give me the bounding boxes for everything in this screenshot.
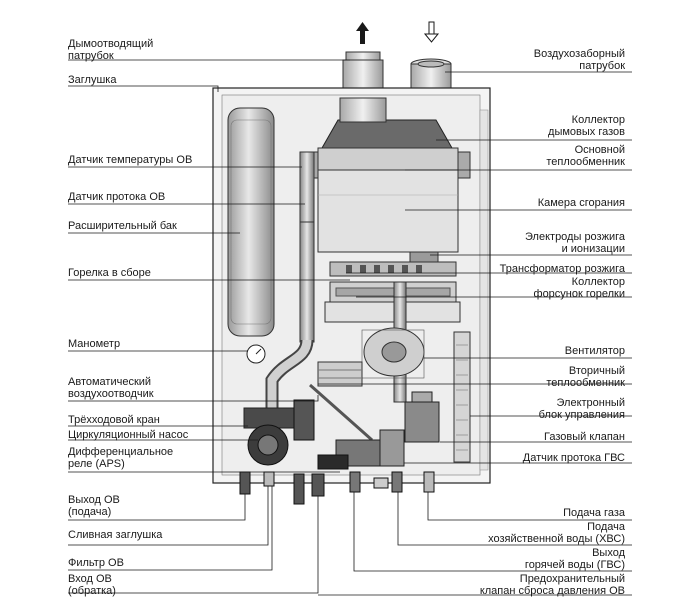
label-line: реле (APS) [68, 458, 125, 470]
label-line: форсунок горелки [533, 288, 625, 300]
label-line: Воздухозаборный [533, 48, 625, 60]
label-ch-flow-sensor: Датчик протока ОВ [68, 191, 165, 203]
label-drain-plug: Сливная заглушка [68, 529, 162, 541]
label-ch-outlet: Выход ОВ (подача) [68, 494, 120, 518]
label-aps: Дифференциальное реле (APS) [68, 446, 173, 470]
label-cold-water-supply: Подача хозяйственной воды (ХВС) [488, 521, 625, 545]
label-line: (обратка) [68, 585, 116, 597]
label-line: Подача газа [563, 507, 625, 519]
exhaust-up-arrow [356, 22, 369, 44]
leader-lines [68, 59, 632, 596]
label-line: воздухоотводчик [68, 388, 154, 400]
label-safety-valve: Предохранительный клапан сброса давления… [480, 573, 625, 597]
label-line: Электроды розжига [525, 231, 625, 243]
label-air-vent: Автоматический воздухоотводчик [68, 376, 154, 400]
label-line: Датчик протока ОВ [68, 191, 166, 203]
flue-collector [321, 97, 453, 149]
label-line: Датчик температуры ОВ [68, 154, 193, 166]
label-gas-supply: Подача газа [563, 507, 625, 519]
label-line: Вход ОВ [68, 573, 112, 585]
fan [361, 327, 425, 379]
label-line: Циркуляционный насос [68, 429, 189, 441]
label-line: Подача [587, 521, 625, 533]
label-line: Предохранительный [519, 573, 625, 585]
combustion-chamber [317, 169, 459, 253]
label-line: блок управления [538, 409, 625, 421]
label-line: Вторичный [568, 365, 625, 377]
label-line: Выход ОВ [68, 494, 120, 506]
label-line: патрубок [579, 60, 625, 72]
label-gas-valve: Газовый клапан [544, 431, 625, 443]
label-line: Камера сгорания [537, 197, 625, 209]
label-flue-collector: Коллектор дымовых газов [548, 114, 625, 138]
label-line: Коллектор [571, 114, 625, 126]
label-line: Дифференциальное [68, 446, 174, 458]
label-main-hex: Основной теплообменник [546, 144, 625, 168]
label-line: горячей воды (ГВС) [524, 559, 625, 571]
label-line: клапан сброса давления ОВ [479, 585, 625, 597]
aps-switch [317, 454, 349, 470]
label-ignition-transformer: Трансформатор розжига [500, 263, 625, 275]
label-line: теплообменник [546, 377, 625, 389]
label-line: (подача) [68, 506, 112, 518]
label-line: Фильтр ОВ [68, 557, 124, 569]
label-secondary-hex: Вторичный теплообменник [546, 365, 625, 389]
label-line: Газовый клапан [544, 431, 625, 443]
label-line: Манометр [68, 338, 121, 350]
label-line: хозяйственной воды (ХВС) [488, 533, 625, 545]
label-three-way-valve: Трёхходовой кран [68, 414, 160, 426]
control-unit [453, 331, 471, 463]
label-line: и ионизации [561, 243, 625, 255]
label-line: Выход [592, 547, 625, 559]
label-control-unit: Электронный блок управления [539, 397, 625, 421]
label-combustion-chamber: Камера сгорания [538, 197, 625, 209]
label-line: Сливная заглушка [68, 529, 163, 541]
air-intake-pipe [410, 58, 452, 91]
label-line: Заглушка [68, 74, 117, 86]
label-plug: Заглушка [68, 74, 116, 86]
label-manometer: Манометр [68, 338, 120, 350]
secondary-heat-exchanger [309, 361, 373, 442]
label-line: дымовых газов [548, 126, 625, 138]
gas-valve [404, 391, 440, 443]
label-air-intake: Воздухозаборный патрубок [534, 48, 625, 72]
expansion-tank [227, 107, 275, 337]
label-line: Горелка в сборе [68, 267, 151, 279]
label-line: Трансформатор розжига [499, 263, 625, 275]
burner-assembly [324, 261, 461, 323]
label-ch-filter: Фильтр ОВ [68, 557, 124, 569]
label-expansion-tank: Расширительный бак [68, 220, 177, 232]
label-ch-temp-sensor: Датчик температуры ОВ [68, 154, 192, 166]
label-line: Дымоотводящий [68, 38, 154, 50]
label-nozzle-manifold: Коллектор форсунок горелки [534, 276, 625, 300]
label-circ-pump: Циркуляционный насос [68, 429, 188, 441]
manometer [246, 344, 266, 364]
hydro-group [335, 429, 405, 467]
label-line: Электронный [556, 397, 626, 409]
label-burner: Горелка в сборе [68, 267, 151, 279]
label-line: Расширительный бак [68, 220, 177, 232]
label-hot-water-outlet: Выход горячей воды (ГВС) [525, 547, 625, 571]
label-line: Датчик протока ГВС [522, 452, 625, 464]
circulation-pump [243, 399, 315, 466]
label-fan: Вентилятор [565, 345, 625, 357]
label-line: Автоматический [68, 376, 152, 388]
intake-down-arrow [423, 21, 440, 43]
label-flue-pipe: Дымоотводящий патрубок [68, 38, 153, 62]
label-ch-inlet: Вход ОВ (обратка) [68, 573, 116, 597]
label-line: Основной [574, 144, 625, 156]
label-line: теплообменник [546, 156, 625, 168]
label-electrodes: Электроды розжига и ионизации [525, 231, 625, 255]
label-line: патрубок [68, 50, 114, 62]
label-dhw-flow-sensor: Датчик протока ГВС [523, 452, 625, 464]
label-line: Трёхходовой кран [68, 414, 160, 426]
label-line: Коллектор [571, 276, 625, 288]
label-line: Вентилятор [564, 345, 625, 357]
